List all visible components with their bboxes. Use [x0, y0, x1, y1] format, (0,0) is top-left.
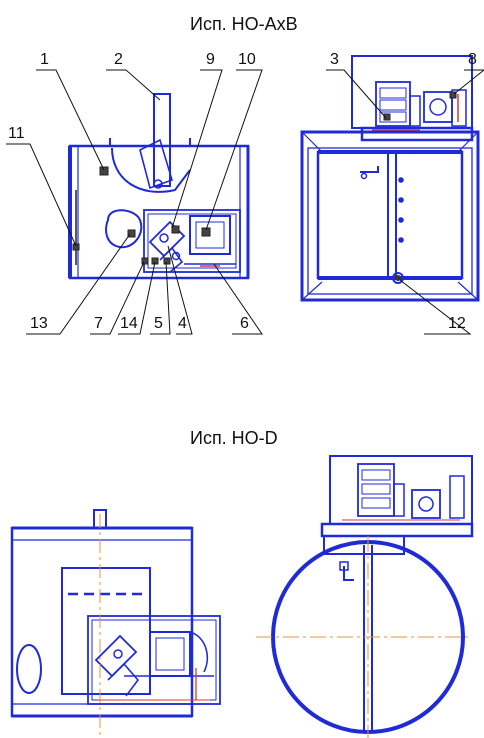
callout-labels: 1 2 9 10 3 8 11 13 7 14 5 4 6 12 — [8, 51, 477, 332]
callout-5: 5 — [154, 315, 163, 332]
callout-6: 6 — [240, 315, 249, 332]
callout-12: 12 — [448, 315, 466, 332]
view-title-bottom: Исп. НО-D — [190, 428, 278, 448]
callout-1: 1 — [40, 51, 49, 68]
callout-9: 9 — [206, 51, 215, 68]
callout-11: 11 — [8, 125, 25, 142]
bottom-right-view — [256, 455, 474, 738]
callout-2: 2 — [114, 51, 123, 68]
callout-10: 10 — [238, 51, 256, 68]
callout-8: 8 — [468, 51, 477, 68]
callout-leaders — [6, 69, 484, 335]
top-right-view — [300, 55, 480, 302]
callout-7: 7 — [94, 315, 103, 332]
callout-13: 13 — [30, 315, 48, 332]
callout-3: 3 — [330, 51, 339, 68]
top-left-view — [68, 93, 250, 280]
callout-14: 14 — [120, 315, 138, 332]
callout-4: 4 — [178, 315, 187, 332]
view-title-top: Исп. НО-АхВ — [190, 14, 298, 34]
bottom-left-view — [10, 509, 221, 735]
